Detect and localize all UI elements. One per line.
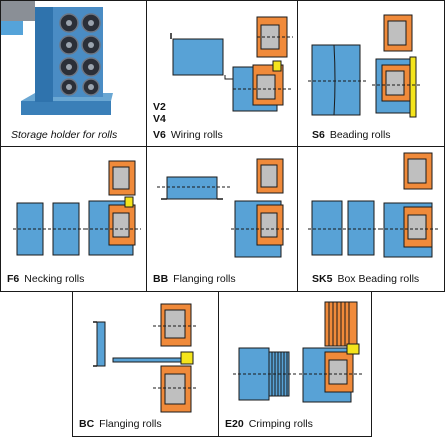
box-beading-diagram <box>308 152 438 258</box>
panel-flanging-bb: BB Flanging rolls <box>146 146 298 292</box>
caption-flanging-bb: BB Flanging rolls <box>153 273 236 285</box>
caption-flanging-bb-text: Flanging rolls <box>173 273 236 285</box>
caption-flanging-bc: BC Flanging rolls <box>79 418 162 430</box>
caption-crimping: E20 Crimping rolls <box>225 418 313 430</box>
beading-rolls-diagram <box>308 14 422 118</box>
panel-flanging-bc: BC Flanging rolls <box>72 291 219 437</box>
code-s6: S6 <box>312 129 325 141</box>
panel-necking-rolls: F6 Necking rolls <box>0 146 147 292</box>
code-v6: V6 <box>153 129 166 141</box>
caption-necking-text: Necking rolls <box>24 273 85 285</box>
panel-wiring-rolls: V2 V4 V6 Wiring rolls <box>146 0 298 147</box>
caption-flanging-bc-text: Flanging rolls <box>99 418 162 430</box>
caption-necking: F6 Necking rolls <box>7 273 84 285</box>
panel-crimping-rolls: E20 Crimping rolls <box>218 291 372 437</box>
code-sk5: SK5 <box>312 273 333 285</box>
caption-beading-text: Beading rolls <box>329 129 391 141</box>
code-bc: BC <box>79 418 95 430</box>
panel-storage-holder: Storage holder for rolls <box>0 0 147 147</box>
caption-box-beading-text: Box Beading rolls <box>337 273 420 285</box>
caption-wiring-text: Wiring rolls <box>170 129 223 141</box>
caption-box-beading: SK5 Box Beading rolls <box>312 273 419 285</box>
code-f6: F6 <box>7 273 20 285</box>
code-v4: V4 <box>153 113 166 125</box>
wiring-codes: V2 V4 <box>153 101 166 125</box>
code-e20: E20 <box>225 418 244 430</box>
code-v2: V2 <box>153 101 166 113</box>
flanging-bb-diagram <box>157 158 291 258</box>
caption-storage: Storage holder for rolls <box>11 129 118 141</box>
caption-crimping-text: Crimping rolls <box>248 418 313 430</box>
wiring-rolls-diagram <box>170 16 293 112</box>
storage-holder-photo <box>1 1 146 146</box>
flanging-bc-diagram <box>93 303 197 413</box>
caption-beading: S6 Beading rolls <box>312 129 391 141</box>
necking-rolls-diagram <box>13 160 141 256</box>
caption-wiring: V6 Wiring rolls <box>153 129 223 141</box>
panel-box-beading: SK5 Box Beading rolls <box>297 146 445 292</box>
code-bb: BB <box>153 273 169 285</box>
panel-beading-rolls: S6 Beading rolls <box>297 0 445 147</box>
crimping-rolls-diagram <box>233 301 363 403</box>
